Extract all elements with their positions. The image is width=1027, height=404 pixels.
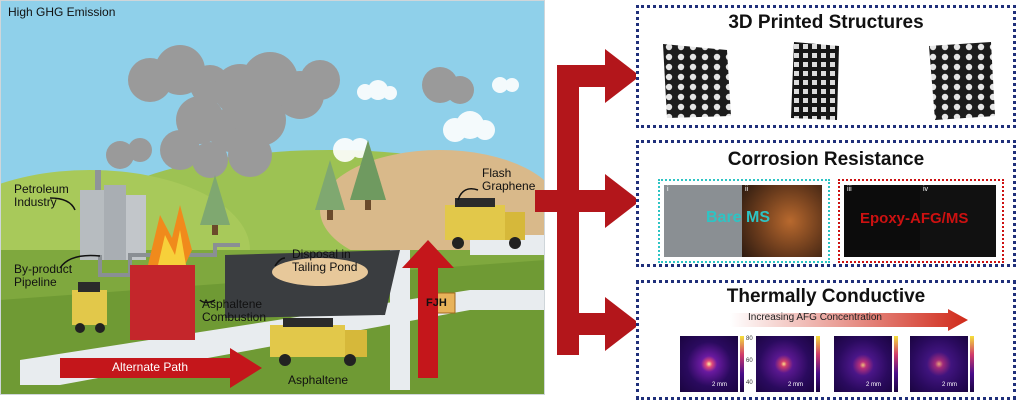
smoke-cloud — [106, 45, 474, 178]
petroleum-label: Petroleum Industry — [14, 182, 69, 209]
scale-label: 2 mm — [942, 382, 957, 388]
colorbar-3 — [894, 336, 898, 392]
process-scene — [0, 0, 545, 395]
colorbar-2 — [816, 336, 820, 392]
epoxy-image-iii — [844, 185, 920, 257]
bare-ms-image-i — [664, 185, 742, 257]
heatmap-3 — [834, 336, 892, 392]
pine-tree — [200, 140, 386, 235]
scale-label: 2 mm — [712, 382, 727, 388]
epoxy-group: iii iv Epoxy-AFG/MS — [838, 179, 1004, 263]
alternate-path-label: Alternate Path — [112, 360, 189, 374]
combustion-label: Asphaltene Combustion — [202, 297, 267, 324]
epoxy-label: Epoxy-AFG/MS — [860, 210, 969, 227]
colorbar-4 — [970, 336, 974, 392]
scene-title: High GHG Emission — [8, 5, 116, 19]
byproduct-label: By-product Pipeline — [14, 262, 73, 289]
scale-label: 2 mm — [788, 382, 803, 388]
heatmap-2 — [756, 336, 814, 392]
road-vertical — [390, 250, 410, 390]
bare-ms-label: Bare MS — [706, 209, 771, 226]
panel-3d-title: 3D Printed Structures — [728, 12, 924, 33]
fire-core-icon — [158, 230, 186, 265]
combustion-box — [130, 265, 195, 340]
panel-corrosion-title: Corrosion Resistance — [727, 149, 925, 170]
refinery — [80, 170, 146, 260]
white-cloud — [333, 77, 519, 162]
panel-corrosion: Corrosion Resistance i ii Bare MS iii iv… — [636, 140, 1016, 267]
panel-thermal-title: Thermally Conductive — [726, 286, 926, 307]
alternate-path-arrow — [60, 348, 262, 388]
colorbar-1 — [740, 336, 744, 392]
tick-80: 80 — [746, 336, 753, 342]
fjh-label: FJH — [426, 297, 447, 309]
gradient-arrow — [730, 309, 968, 331]
gradient-label: Increasing AFG Concentration — [748, 312, 882, 323]
upward-arrow — [402, 240, 454, 378]
panel-3d-printed: 3D Printed Structures — [636, 5, 1016, 128]
printed-lattice-image — [663, 42, 995, 120]
roman-ii: ii — [745, 186, 749, 193]
truck-icon — [72, 198, 525, 366]
tick-40: 40 — [746, 380, 753, 386]
bare-ms-image-ii — [742, 185, 822, 257]
epoxy-image-iv — [920, 185, 996, 257]
scale-label: 2 mm — [866, 382, 881, 388]
roman-i: i — [667, 186, 669, 193]
disposal-label: Disposal in Tailing Pond — [292, 247, 358, 274]
heatmap-4 — [910, 336, 968, 392]
leader-arrow — [49, 188, 479, 304]
pipeline — [98, 243, 240, 277]
flash-label: Flash Graphene — [482, 166, 536, 193]
tick-60: 60 — [746, 358, 753, 364]
heatmap-1 — [680, 336, 738, 392]
asphaltene-label: Asphaltene — [288, 373, 349, 387]
bare-ms-group: i ii Bare MS — [658, 179, 830, 263]
branch-arrow — [535, 49, 640, 355]
pond-highlight — [272, 258, 368, 286]
roman-iii: iii — [847, 186, 852, 193]
roman-iv: iv — [923, 186, 929, 193]
